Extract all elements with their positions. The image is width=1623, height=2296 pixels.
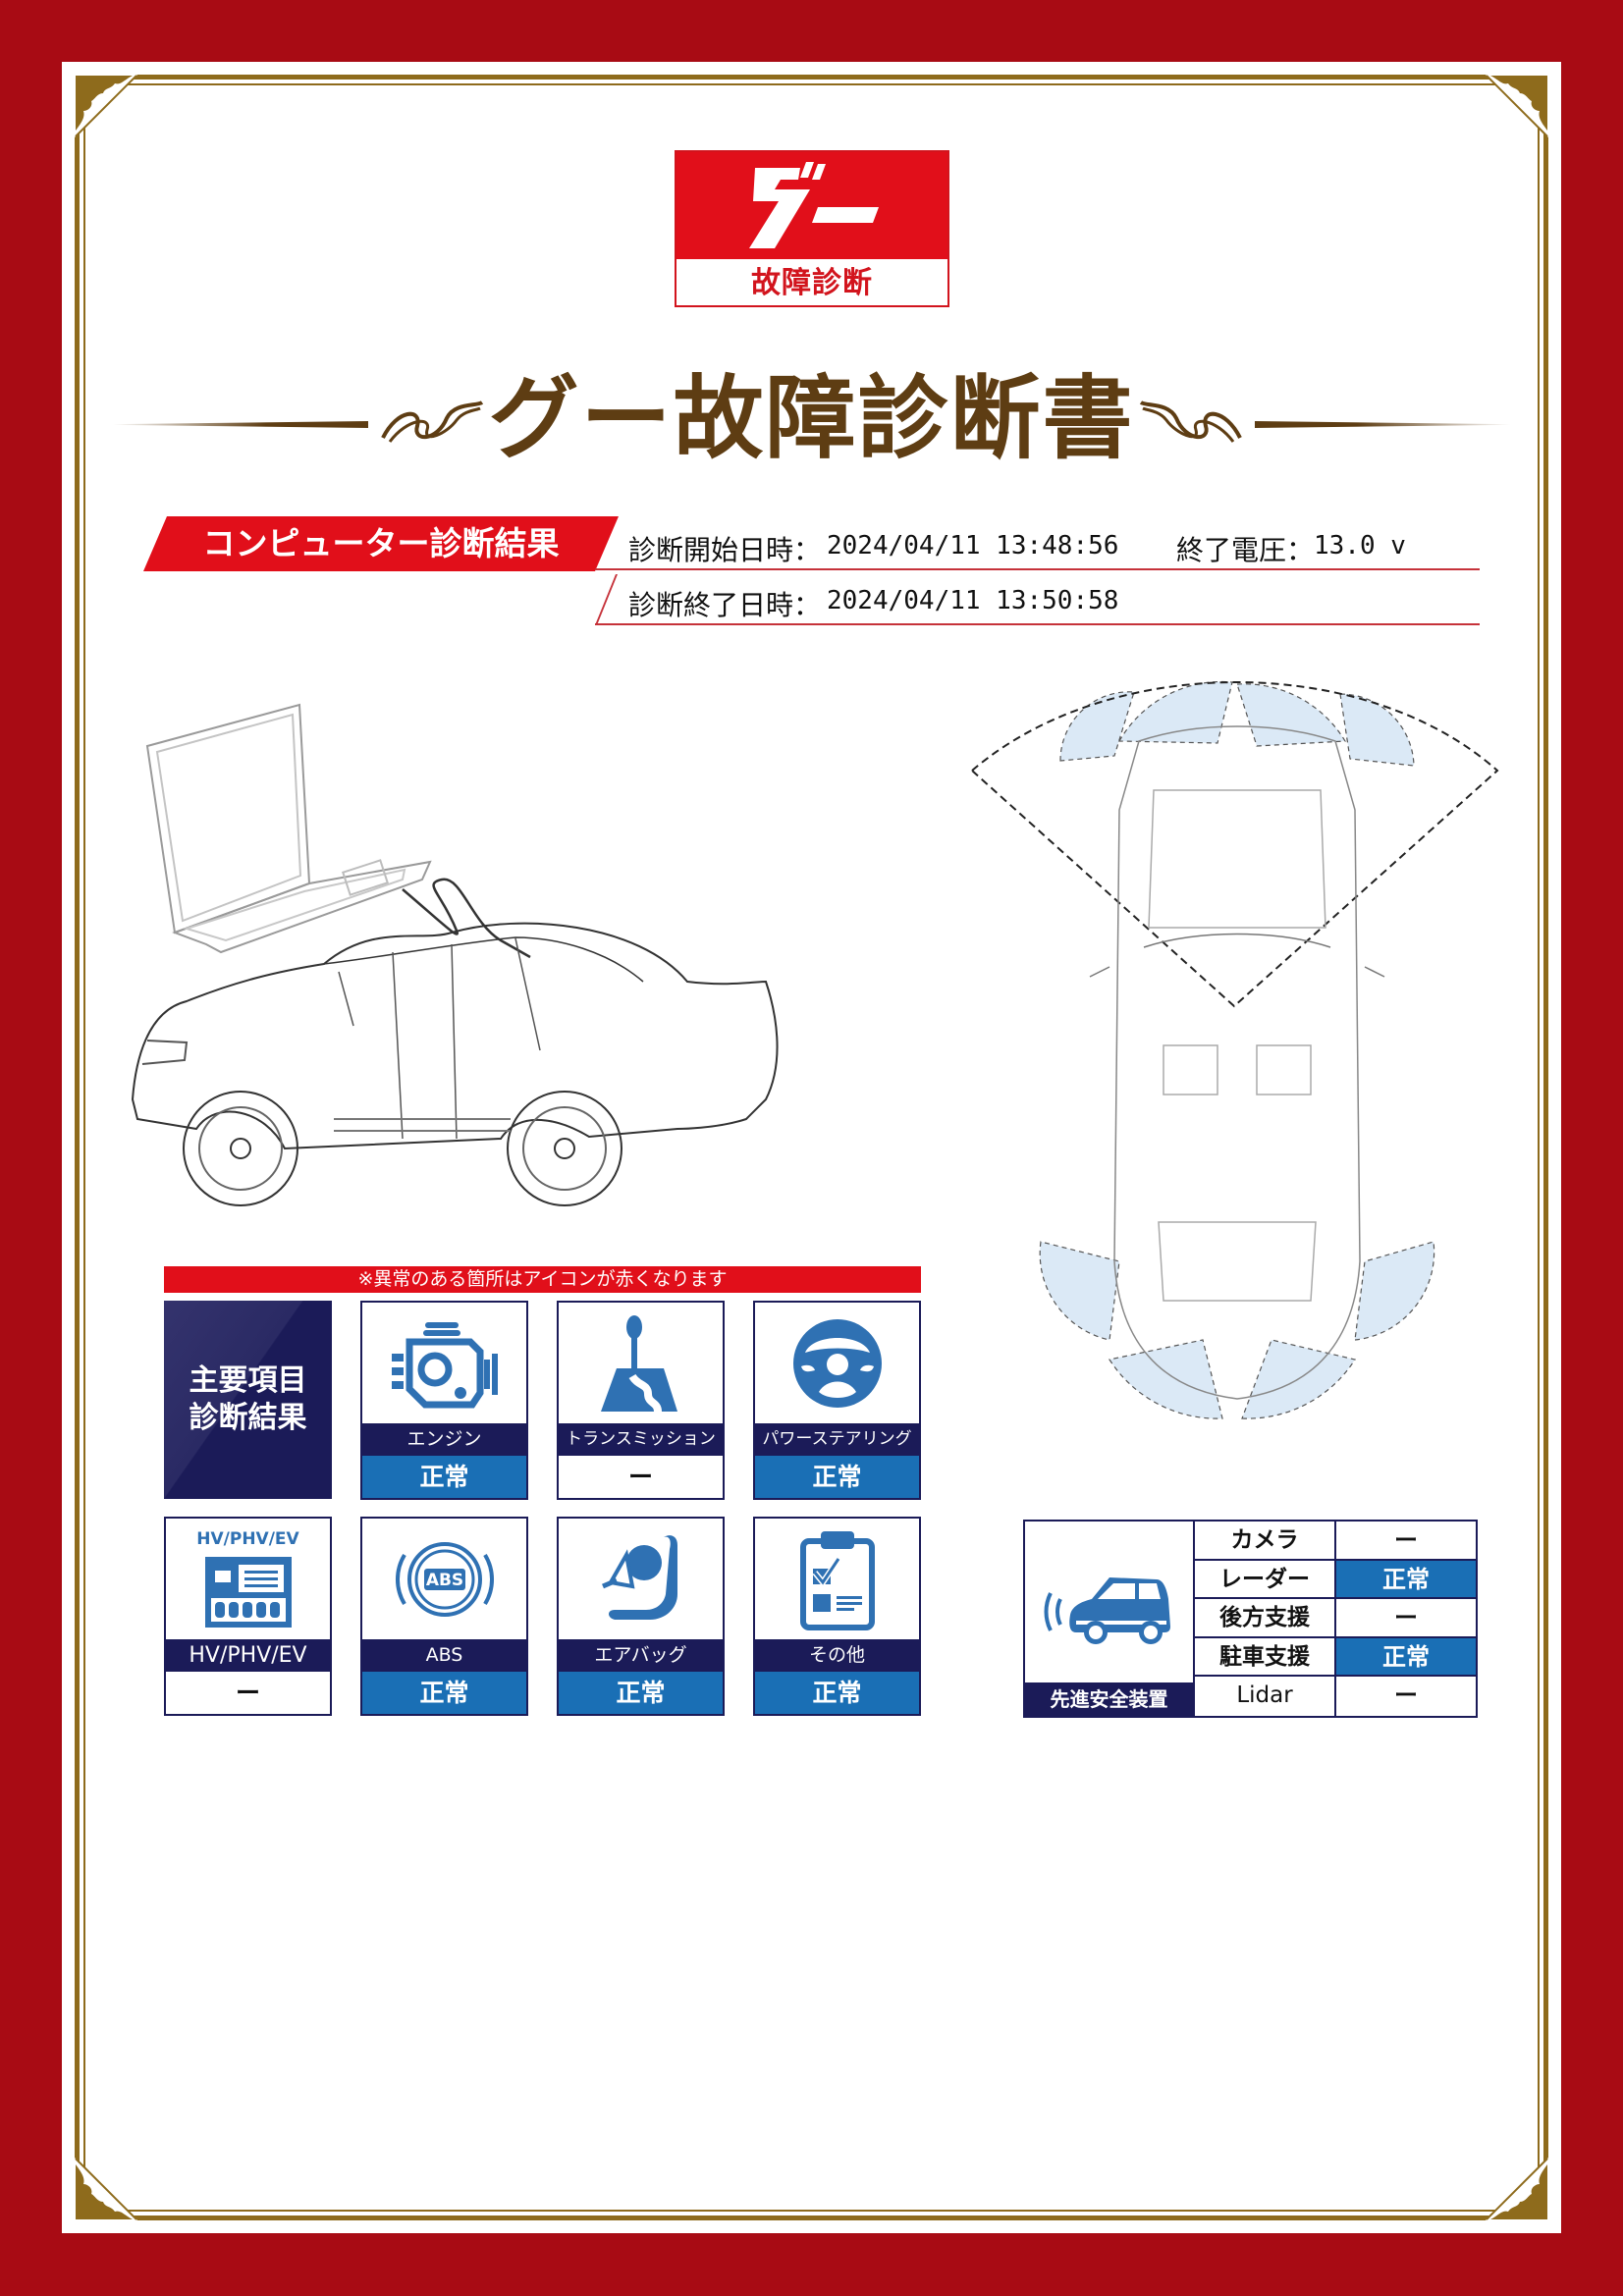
result-card-other: その他 正常 (753, 1517, 921, 1716)
title-rule-left (113, 421, 368, 428)
adas-status: ー (1394, 1604, 1418, 1632)
adas-icon-panel: 先進安全装置 (1025, 1522, 1195, 1716)
gold-frame-inner (83, 83, 1540, 2212)
car-sensor-icon (1044, 1577, 1170, 1644)
status-badge: 正常 (362, 1456, 526, 1498)
sensor-coverage-icon (970, 680, 1499, 1419)
card-label: エアバッグ (559, 1639, 723, 1672)
end-value: 2024/04/11 13:50:58 (827, 586, 1119, 615)
end-label: 診断終了日時： (628, 589, 822, 621)
battery-icon (204, 1556, 292, 1628)
corner-ornament-icon (72, 72, 140, 140)
result-card-engine: エンジン 正常 (360, 1301, 528, 1500)
corner-ornament-icon (72, 2155, 140, 2223)
status-badge: 正常 (559, 1672, 723, 1714)
adas-title: 先進安全装置 (1025, 1682, 1193, 1716)
status-badge: ー (166, 1672, 330, 1714)
heading-line-1: 主要項目 (189, 1363, 307, 1398)
adas-row-rear-assist: 後方支援 ー (1195, 1599, 1476, 1638)
divider (595, 568, 1480, 570)
card-label: トランスミッション (559, 1423, 723, 1456)
result-card-transmission: トランスミッション ー (557, 1301, 725, 1500)
document-title: グー故障診断書 (488, 366, 1135, 471)
diagnosis-start-row: 診断開始日時： 2024/04/11 13:48:56 終了電圧： 13.0 v (595, 523, 1480, 570)
flourish-right-icon (1139, 400, 1242, 443)
adas-label: レーダー (1195, 1560, 1336, 1598)
result-card-hv-phv-ev: HV/PHV/EV HV/PHV/EV ー (164, 1517, 332, 1716)
goo-logo-icon (749, 162, 879, 248)
result-card-power-steering: パワーステアリング 正常 (753, 1301, 921, 1500)
steering-wheel-icon (792, 1318, 882, 1408)
result-card-abs: ABS ABS 正常 (360, 1517, 528, 1716)
logo-subtitle: 故障診断 (751, 266, 873, 300)
adas-label: カメラ (1195, 1522, 1336, 1559)
main-results-heading: 主要項目 診断結果 (164, 1301, 332, 1499)
laptop-car-diagnostic-icon (131, 703, 779, 1206)
airbag-icon (601, 1534, 677, 1620)
voltage-value: 13.0 v (1314, 531, 1406, 561)
car-top-sensor-illustration (962, 672, 1512, 1487)
corner-ornament-icon (1483, 72, 1551, 140)
document-title-row: グー故障診断書 (113, 365, 1510, 473)
goo-logo: 故障診断 (675, 150, 949, 307)
adas-table: カメラ ー レーダー 正常 後方支援 ー 駐車支援 正常 Lidar ー (1195, 1522, 1476, 1716)
heading-line-2: 診断結果 (189, 1401, 307, 1435)
status-badge: ー (559, 1456, 723, 1498)
voltage-label: 終了電圧： (1176, 534, 1315, 566)
logo-mark (676, 152, 947, 259)
abnormal-notice-banner: ※異常のある箇所はアイコンが赤くなります (164, 1266, 921, 1293)
adas-status: ー (1394, 1526, 1418, 1554)
gold-frame-outer (75, 75, 1548, 2220)
adas-panel: 先進安全装置 カメラ ー レーダー 正常 後方支援 ー 駐車支援 正常 Lida… (1023, 1520, 1478, 1718)
gear-shift-icon (600, 1314, 677, 1413)
divider (595, 623, 1480, 625)
adas-label: 後方支援 (1195, 1599, 1336, 1636)
adas-row-parking-assist: 駐車支援 正常 (1195, 1637, 1476, 1678)
status-badge: 正常 (755, 1672, 919, 1714)
status-badge: 正常 (755, 1456, 919, 1498)
result-card-airbag: エアバッグ 正常 (557, 1517, 725, 1716)
abs-icon-text: ABS (425, 1571, 462, 1590)
adas-row-camera: カメラ ー (1195, 1522, 1476, 1561)
divider-slant (595, 574, 619, 625)
adas-label: Lidar (1195, 1677, 1336, 1716)
adas-status: 正常 (1336, 1560, 1476, 1598)
adas-row-radar: レーダー 正常 (1195, 1560, 1476, 1600)
status-badge: 正常 (362, 1672, 526, 1714)
adas-label: 駐車支援 (1195, 1637, 1336, 1676)
hv-icon-caption: HV/PHV/EV (196, 1528, 299, 1549)
card-label: HV/PHV/EV (166, 1639, 330, 1672)
start-value: 2024/04/11 13:48:56 (827, 531, 1119, 561)
section-badge: コンピューター診断結果 (143, 516, 619, 571)
card-label: パワーステアリング (755, 1423, 919, 1456)
corner-ornament-icon (1483, 2155, 1551, 2223)
card-label: エンジン (362, 1423, 526, 1456)
abs-icon: ABS (395, 1541, 494, 1617)
start-label: 診断開始日時： (628, 534, 822, 566)
adas-status: ー (1394, 1682, 1418, 1710)
card-label: その他 (755, 1639, 919, 1672)
car-side-illustration (128, 687, 1031, 1237)
title-rule-right (1255, 421, 1510, 428)
diagnosis-end-row: 診断終了日時： 2024/04/11 13:50:58 (595, 574, 1480, 625)
adas-status: 正常 (1336, 1637, 1476, 1676)
checklist-icon (799, 1530, 875, 1630)
flourish-left-icon (381, 400, 484, 443)
engine-icon (391, 1321, 498, 1408)
card-label: ABS (362, 1639, 526, 1672)
adas-row-lidar: Lidar ー (1195, 1677, 1476, 1716)
